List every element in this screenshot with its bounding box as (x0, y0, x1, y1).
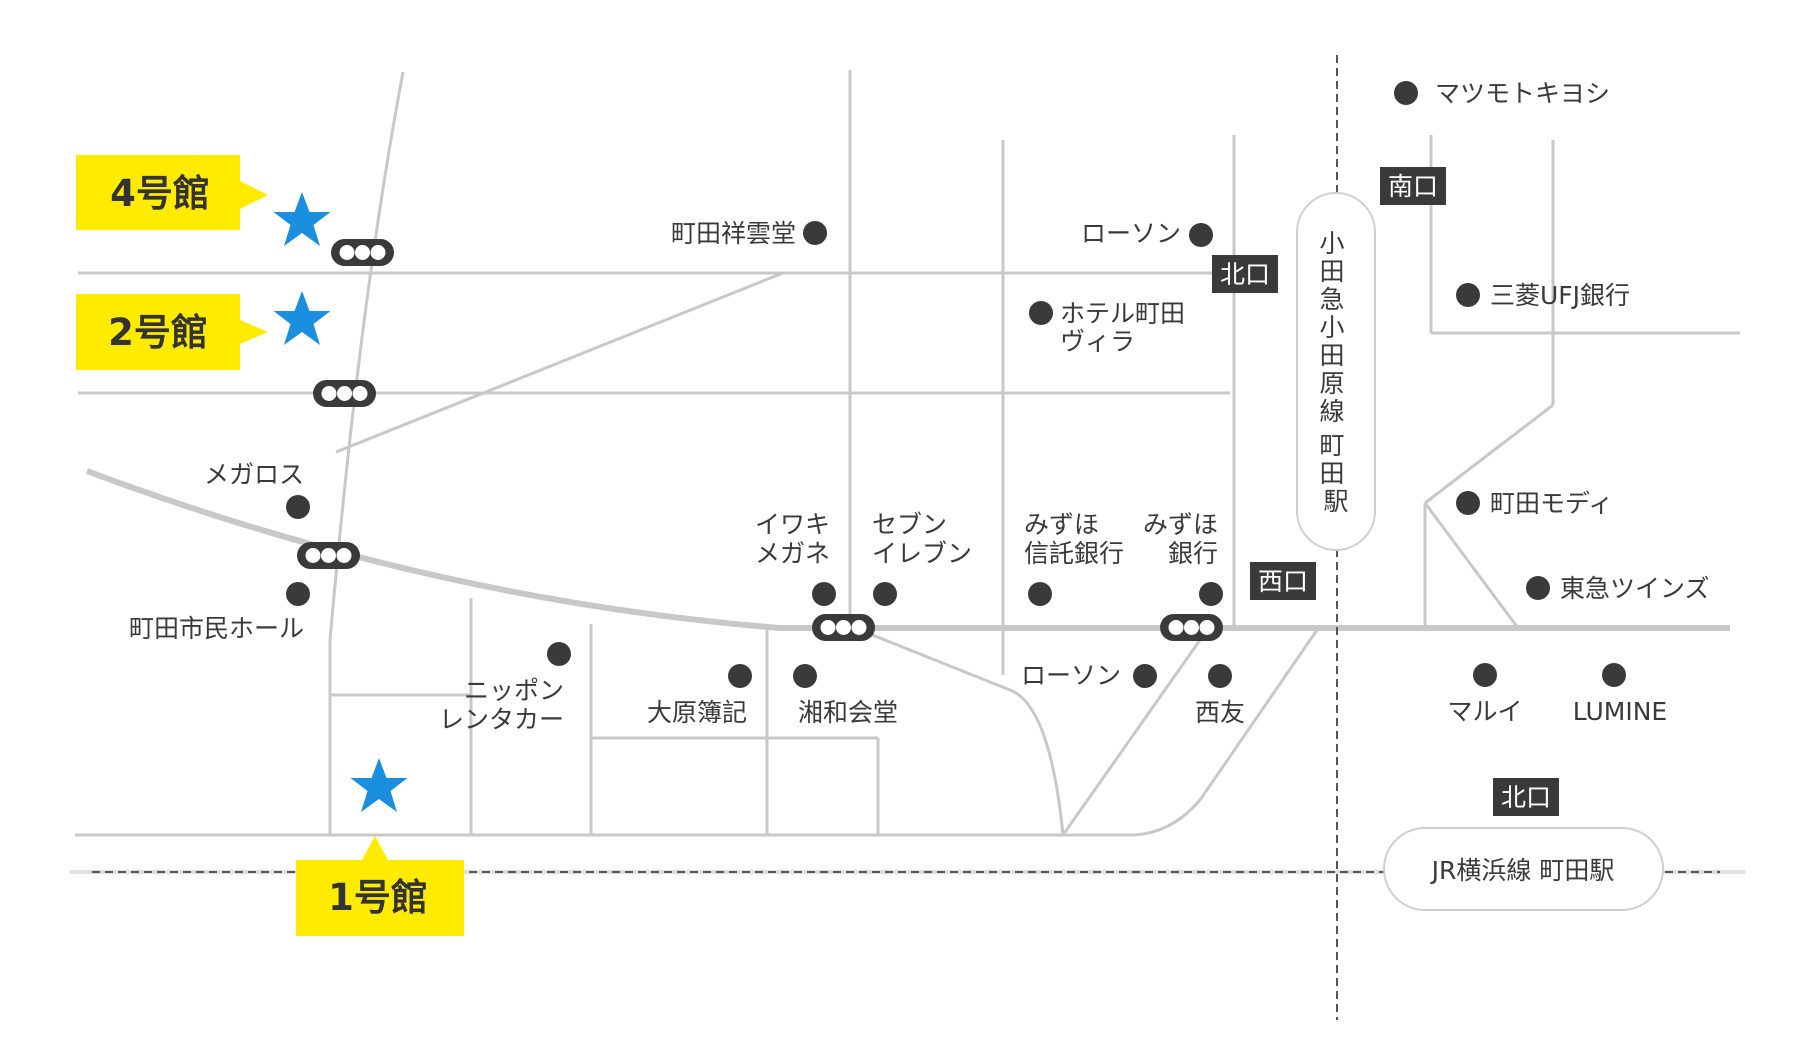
points-of-interest: 町田祥雲堂 ローソン ホテル町田 ヴィラ マツモトキヨシ 三菱UFJ銀行 町田モ… (129, 79, 1710, 734)
gate-nishiguchi-box (1250, 562, 1316, 600)
poi-marker-icon (1456, 491, 1480, 515)
gate-minamiguchi: 南口 (1388, 172, 1438, 201)
poi-hotel-line1: ホテル町田 (1060, 299, 1185, 328)
poi-mizuho-trust-line1: みずほ (1024, 510, 1099, 539)
poi-showa-kaido: 湘和会堂 (798, 698, 898, 727)
signal-icon (1160, 614, 1223, 641)
road-diagonal-branch (335, 271, 784, 454)
poi-mizuho-bank-line2: 銀行 (1168, 539, 1218, 568)
poi-marker-icon (1208, 664, 1232, 688)
poi-iwaki-line1: イワキ (755, 510, 830, 539)
poi-iwaki-line2: メガネ (755, 539, 830, 568)
road-main-curve (85, 468, 1730, 631)
svg-text:4号館: 4号館 (110, 172, 210, 215)
poi-hotel-line2: ヴィラ (1060, 327, 1135, 356)
gates: 南口 北口 西口 北口 (1212, 167, 1559, 816)
building-stars (273, 192, 408, 812)
odakyu-station-pill (1296, 192, 1376, 551)
poi-nippon-line1: ニッポン (464, 676, 564, 705)
poi-marker-icon (1602, 663, 1626, 687)
poi-marker-icon (1028, 582, 1052, 606)
poi-marker-icon (286, 495, 310, 519)
road-east-f (1423, 502, 1520, 629)
building-labels: 4号館 2号館 1号館 (76, 155, 464, 936)
poi-shounkodo: 町田祥雲堂 (671, 219, 796, 248)
svg-text:2号館: 2号館 (108, 311, 208, 354)
building-2-star-icon[interactable] (273, 291, 331, 345)
odakyu-station-name: 小 田 急 小 田 原 線 町 田 駅 (1320, 229, 1353, 516)
poi-marker-icon (793, 664, 817, 688)
poi-tokyu-twins: 東急ツインズ (1560, 574, 1710, 603)
poi-matsumoto: マツモトキヨシ (1435, 79, 1610, 108)
poi-marui: マルイ (1447, 697, 1522, 726)
gate-kitaguchi-odakyu: 北口 (1220, 260, 1270, 289)
road-south-diagonal (859, 628, 1065, 836)
poi-seven-line2: イレブン (872, 539, 972, 568)
poi-marker-icon (1473, 663, 1497, 687)
signal-icon (812, 614, 875, 641)
odakyu-station: 小 田 急 小 田 原 線 町 田 駅 (1296, 192, 1376, 551)
gate-kitaguchi-odakyu-box (1212, 255, 1278, 293)
jr-station-name: JR横浜線 町田駅 (1430, 856, 1615, 885)
gate-nishiguchi: 西口 (1258, 567, 1308, 596)
jr-station-pill (1383, 827, 1664, 911)
poi-ohara: 大原簿記 (647, 698, 747, 727)
poi-mizuho-bank-line1: みずほ (1143, 510, 1218, 539)
poi-marker-icon (1133, 664, 1157, 688)
road-network (75, 70, 1740, 837)
poi-megaros: メガロス (204, 460, 304, 489)
poi-marker-icon (1189, 223, 1213, 247)
poi-lawson-south: ローソン (1021, 661, 1121, 690)
signal-icon (297, 542, 360, 569)
road-east-d (1424, 403, 1554, 505)
gate-kitaguchi-jr-box (1493, 778, 1559, 816)
poi-seven-line1: セブン (872, 510, 947, 539)
poi-civic-hall: 町田市民ホール (129, 614, 304, 643)
signal-icon (331, 239, 394, 266)
gate-kitaguchi-jr: 北口 (1501, 783, 1551, 812)
poi-marker-icon (812, 582, 836, 606)
poi-marker-icon (286, 582, 310, 606)
gate-minamiguchi-box (1380, 167, 1446, 205)
poi-saiyu: 西友 (1195, 698, 1245, 727)
poi-marker-icon (1029, 301, 1053, 325)
road-south-diagonal-2 (1061, 639, 1202, 836)
svg-text:1号館: 1号館 (328, 876, 428, 919)
poi-lawson-north: ローソン (1081, 219, 1181, 248)
poi-modi: 町田モディ (1490, 489, 1613, 518)
poi-marker-icon (1526, 576, 1550, 600)
signal-icon (313, 380, 376, 407)
poi-mizuho-trust-line2: 信託銀行 (1024, 539, 1124, 568)
building-1-label[interactable]: 1号館 (296, 836, 464, 936)
poi-marker-icon (803, 221, 827, 245)
poi-mufg: 三菱UFJ銀行 (1490, 281, 1630, 310)
poi-marker-icon (547, 642, 571, 666)
jr-station: JR横浜線 町田駅 (1383, 827, 1664, 911)
poi-lumine: LUMINE (1573, 697, 1667, 726)
poi-marker-icon (1199, 582, 1223, 606)
poi-marker-icon (728, 664, 752, 688)
poi-marker-icon (1456, 283, 1480, 307)
building-4-label[interactable]: 4号館 (76, 155, 268, 230)
road-south-diagonal-3 (1129, 629, 1319, 837)
poi-marker-icon (1394, 81, 1418, 105)
building-1-star-icon[interactable] (350, 758, 408, 812)
road-west-avenue (328, 71, 405, 835)
building-4-star-icon[interactable] (273, 192, 331, 246)
building-2-label[interactable]: 2号館 (76, 294, 268, 370)
traffic-signals (297, 239, 1223, 641)
poi-nippon-line2: レンタカー (439, 705, 564, 734)
poi-marker-icon (873, 582, 897, 606)
